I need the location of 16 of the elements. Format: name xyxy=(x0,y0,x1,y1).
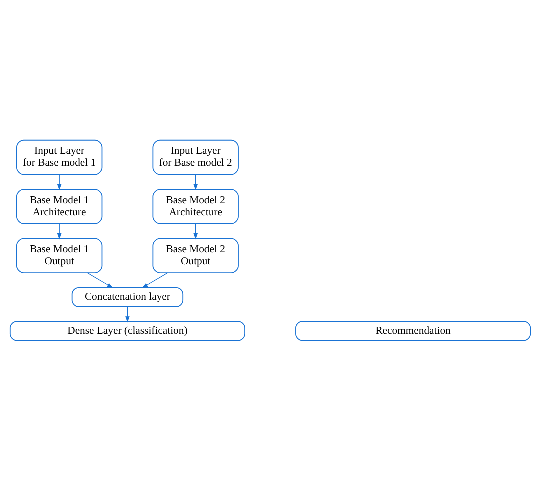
arrow xyxy=(194,223,198,240)
arrow xyxy=(57,223,62,240)
arrow xyxy=(126,306,130,322)
arrow xyxy=(142,272,168,288)
node-box: Base Model 1 Output xyxy=(16,238,103,274)
node-box: Input Layer for Base model 1 xyxy=(16,139,103,175)
node-box: Concatenation layer xyxy=(72,286,184,307)
node-box: Input Layer for Base model 2 xyxy=(152,139,239,175)
node-box: Recommendation xyxy=(296,320,532,341)
arrow xyxy=(57,174,62,190)
arrow xyxy=(194,174,198,190)
arrow xyxy=(87,272,114,288)
node-box: Base Model 2 Output xyxy=(152,238,239,274)
node-box: Base Model 2 Architecture xyxy=(152,188,239,224)
node-box: Dense Layer (classification) xyxy=(10,320,246,341)
node-box: Base Model 1 Architecture xyxy=(16,188,103,224)
